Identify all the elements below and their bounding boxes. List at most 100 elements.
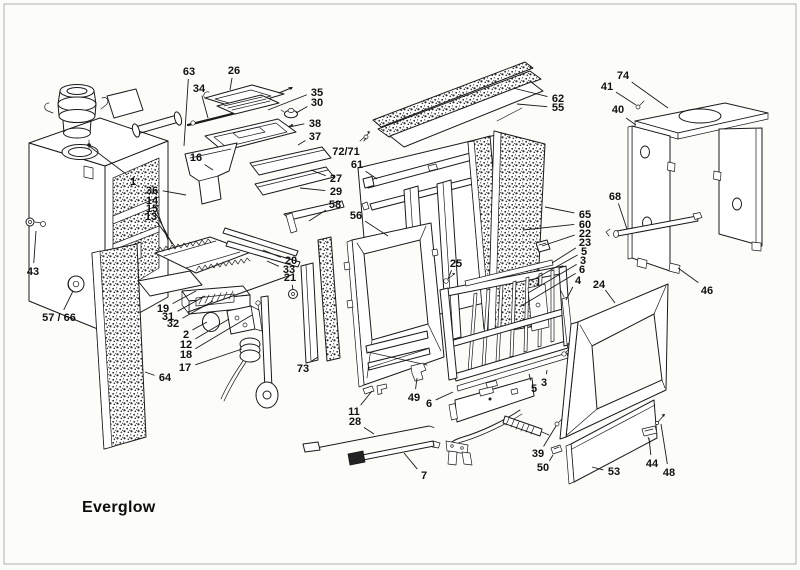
door-frame-56-part xyxy=(343,248,439,309)
latch-parts-11-part xyxy=(362,385,375,395)
part-label-13: 13 xyxy=(145,211,157,223)
part-label-74: 74 xyxy=(617,70,630,82)
damper-disc-2-part xyxy=(202,314,206,330)
floating-plate xyxy=(106,88,144,119)
leader-line-4 xyxy=(565,286,574,301)
lower-panel-53 xyxy=(565,399,658,485)
screw-72-71-part xyxy=(367,131,370,134)
spring-bolt-39-part xyxy=(554,421,560,427)
slotted-tray-part xyxy=(223,96,271,111)
leader-line-26 xyxy=(229,77,233,91)
pedestal-stand-part xyxy=(713,170,722,181)
bolt-41 xyxy=(635,100,645,110)
leader-line-53 xyxy=(591,466,604,471)
pillar-bar-73 xyxy=(300,262,319,364)
leader-line-23 xyxy=(551,247,577,264)
top-panel-62-55-part xyxy=(372,61,534,128)
stove-body-part xyxy=(112,196,160,225)
part-label-14: 14 xyxy=(146,195,159,207)
baffle-27-part xyxy=(252,149,325,167)
part-label-11: 11 xyxy=(348,406,360,418)
part-label-30: 30 xyxy=(311,97,323,109)
part-label-12: 12 xyxy=(180,339,192,351)
flue-pipe-63-part xyxy=(131,123,141,138)
leader-line-36 xyxy=(162,190,187,196)
part-label-6: 6 xyxy=(426,398,432,410)
part-label-4: 4 xyxy=(575,275,582,287)
screw-25 xyxy=(443,273,455,284)
ash-lip-19 xyxy=(137,270,203,297)
baffle-27-part xyxy=(249,146,332,176)
knob-43-part xyxy=(34,221,42,224)
front-shield-6-part xyxy=(510,388,519,395)
part-label-40: 40 xyxy=(612,104,624,116)
side-panel-64-part xyxy=(91,250,113,450)
leader-line-7 xyxy=(403,452,418,470)
leader-line-22 xyxy=(541,234,575,247)
part-label-28: 28 xyxy=(349,416,361,428)
leader-line-17 xyxy=(195,348,243,366)
clip-22-part xyxy=(538,242,547,246)
funnel-16-part xyxy=(189,148,232,182)
firebar-rack xyxy=(439,259,572,392)
part-label-68: 68 xyxy=(609,191,621,203)
part-label-27: 27 xyxy=(330,173,342,185)
leader-line-74 xyxy=(631,81,669,109)
leader-line-33 xyxy=(266,260,280,267)
leader-line-61 xyxy=(365,170,378,180)
handle-tube-part xyxy=(447,450,473,466)
pedestal-stand-part xyxy=(677,112,769,140)
pin-35 xyxy=(278,87,293,94)
part-label-41: 41 xyxy=(601,81,613,93)
firebar-rack-part xyxy=(509,280,517,358)
screw-25-part xyxy=(452,273,455,276)
door-frame-56-part xyxy=(346,239,365,388)
plug-50 xyxy=(550,444,563,455)
part-label-24: 24 xyxy=(593,279,606,291)
leader-line-20 xyxy=(262,249,282,258)
flue-collar-part xyxy=(57,103,97,117)
leader-line-60 xyxy=(522,224,575,231)
leader-line-21 xyxy=(291,284,294,291)
leader-line-37 xyxy=(297,140,306,146)
front-shield-6-part xyxy=(488,397,492,401)
leader-line-13 xyxy=(156,222,177,249)
part-label-7: 7 xyxy=(421,470,427,482)
bolt-41-part xyxy=(639,100,645,106)
flue-collar-part xyxy=(63,127,91,139)
top-panel-62-55 xyxy=(372,61,544,148)
part-label-58: 58 xyxy=(329,199,341,211)
leader-line-72-71 xyxy=(363,137,367,142)
knob-43-part xyxy=(40,221,46,227)
firebar-rack-part xyxy=(464,259,554,287)
rod-34-part xyxy=(190,120,196,126)
screw-48-part xyxy=(657,414,665,423)
leader-line-63 xyxy=(183,78,189,147)
part-label-5: 5 xyxy=(531,383,537,395)
part-label-48: 48 xyxy=(663,467,675,479)
front-casing-24-part xyxy=(566,285,667,436)
bracket-12-part xyxy=(226,305,256,335)
grate-13-part xyxy=(156,238,212,253)
thermostat-17-part xyxy=(262,390,272,400)
baffle-29-part xyxy=(257,169,329,188)
front-casing-24-part xyxy=(559,321,579,440)
leader-line-30 xyxy=(295,106,308,114)
angle-trim-58-part xyxy=(285,212,298,234)
bolt-41-part xyxy=(635,104,641,110)
part-label-72-71: 72/71 xyxy=(332,146,360,158)
cross-rod-68-part xyxy=(692,212,703,220)
door-frame-56-part xyxy=(367,348,428,369)
flue-collar-part xyxy=(57,96,97,112)
part-label-20: 20 xyxy=(285,255,297,267)
leader-line-18 xyxy=(195,314,253,350)
leader-line-49 xyxy=(415,377,418,390)
stove-body-part xyxy=(68,147,92,157)
grate-13-part xyxy=(163,240,241,269)
part-label-6: 6 xyxy=(579,264,585,276)
leader-line-44 xyxy=(648,437,652,456)
tool-rod-7-part xyxy=(356,440,435,462)
rod-4-part xyxy=(561,351,567,357)
part-label-60: 60 xyxy=(579,219,591,231)
